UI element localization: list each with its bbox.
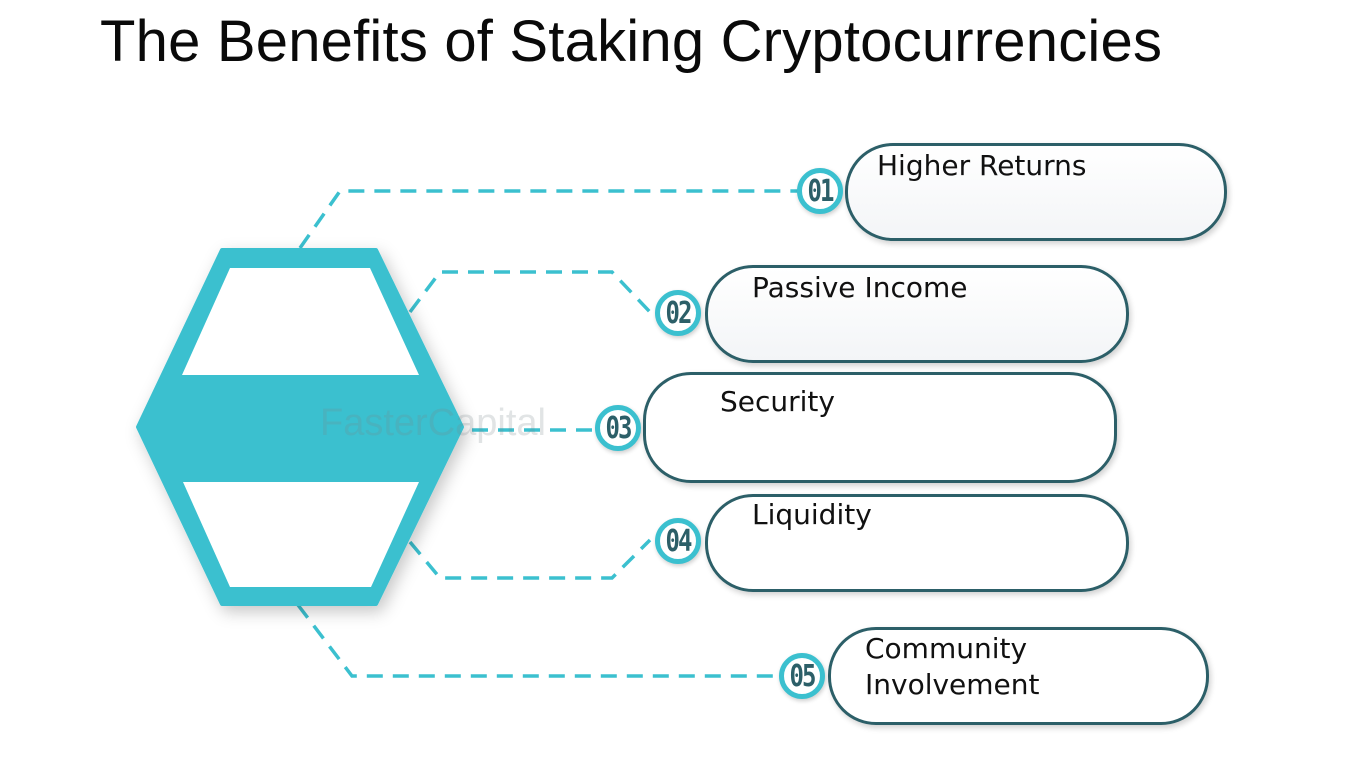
benefit-label-04: Liquidity xyxy=(752,498,872,531)
benefit-card-01 xyxy=(845,143,1227,241)
central-hexagon xyxy=(136,248,464,606)
benefit-card-02 xyxy=(705,265,1129,363)
number-badge-04: 04 xyxy=(655,518,701,564)
number-badge-05: 05 xyxy=(779,653,825,699)
number-badge-03: 03 xyxy=(595,405,641,451)
connector-line-04 xyxy=(408,538,652,580)
connector-line-01 xyxy=(298,189,800,250)
badge-number-02: 02 xyxy=(665,295,693,331)
badge-number-04: 04 xyxy=(665,523,693,559)
connector-line-05 xyxy=(296,603,780,678)
connector-line-02 xyxy=(408,270,652,314)
watermark-text: FasterCapital xyxy=(320,402,546,444)
badge-number-05: 05 xyxy=(789,658,817,694)
benefit-card-05 xyxy=(828,627,1209,725)
number-badge-01: 01 xyxy=(797,168,843,214)
benefit-label-05-line1: Community xyxy=(865,632,1028,665)
benefit-label-05-line2: Involvement xyxy=(865,668,1040,701)
page-title: The Benefits of Staking Cryptocurrencies xyxy=(100,9,1163,74)
benefit-card-03 xyxy=(643,372,1117,483)
number-badge-02: 02 xyxy=(655,290,701,336)
benefit-label-01: Higher Returns xyxy=(877,149,1087,182)
badge-number-03: 03 xyxy=(605,410,633,446)
badge-number-01: 01 xyxy=(807,173,835,209)
benefit-label-03: Security xyxy=(720,385,835,418)
benefit-label-02: Passive Income xyxy=(752,271,968,304)
benefit-card-04 xyxy=(705,494,1129,592)
